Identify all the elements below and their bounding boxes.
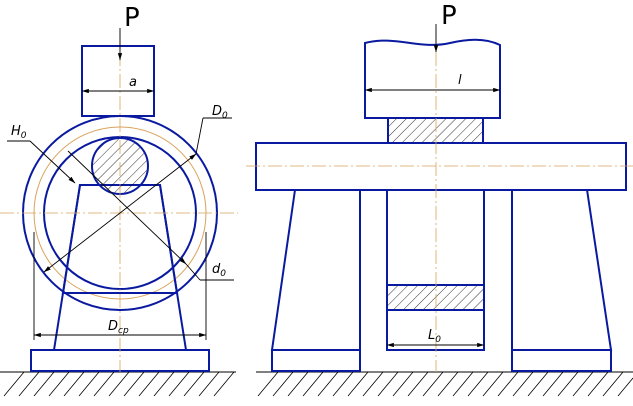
right-center-frame	[386, 189, 485, 351]
right-ground	[256, 371, 633, 397]
right-view: P l L0	[246, 1, 633, 397]
outer-diameter-label: D0	[212, 104, 228, 121]
mean-diameter-label: Dcp	[108, 319, 129, 336]
right-top-specimen	[387, 117, 484, 144]
left-punch	[81, 45, 155, 117]
inner-diameter-label: d0	[212, 262, 226, 279]
height-label: H0	[11, 124, 27, 141]
left-width-label: a	[129, 75, 137, 90]
right-beam	[255, 142, 627, 191]
right-punch	[364, 38, 501, 119]
right-lower-specimen	[386, 284, 485, 311]
left-ground	[0, 371, 236, 397]
right-base-right	[511, 349, 612, 372]
left-view: P a D0 H0 d0 Dcp	[0, 3, 238, 397]
right-force-label: P	[441, 1, 457, 31]
right-width-label: l	[458, 73, 462, 88]
right-support-left	[270, 182, 361, 351]
span-label: L0	[428, 328, 441, 345]
right-support-right	[511, 182, 613, 351]
right-base-left	[271, 349, 361, 372]
left-force-label: P	[124, 3, 140, 33]
